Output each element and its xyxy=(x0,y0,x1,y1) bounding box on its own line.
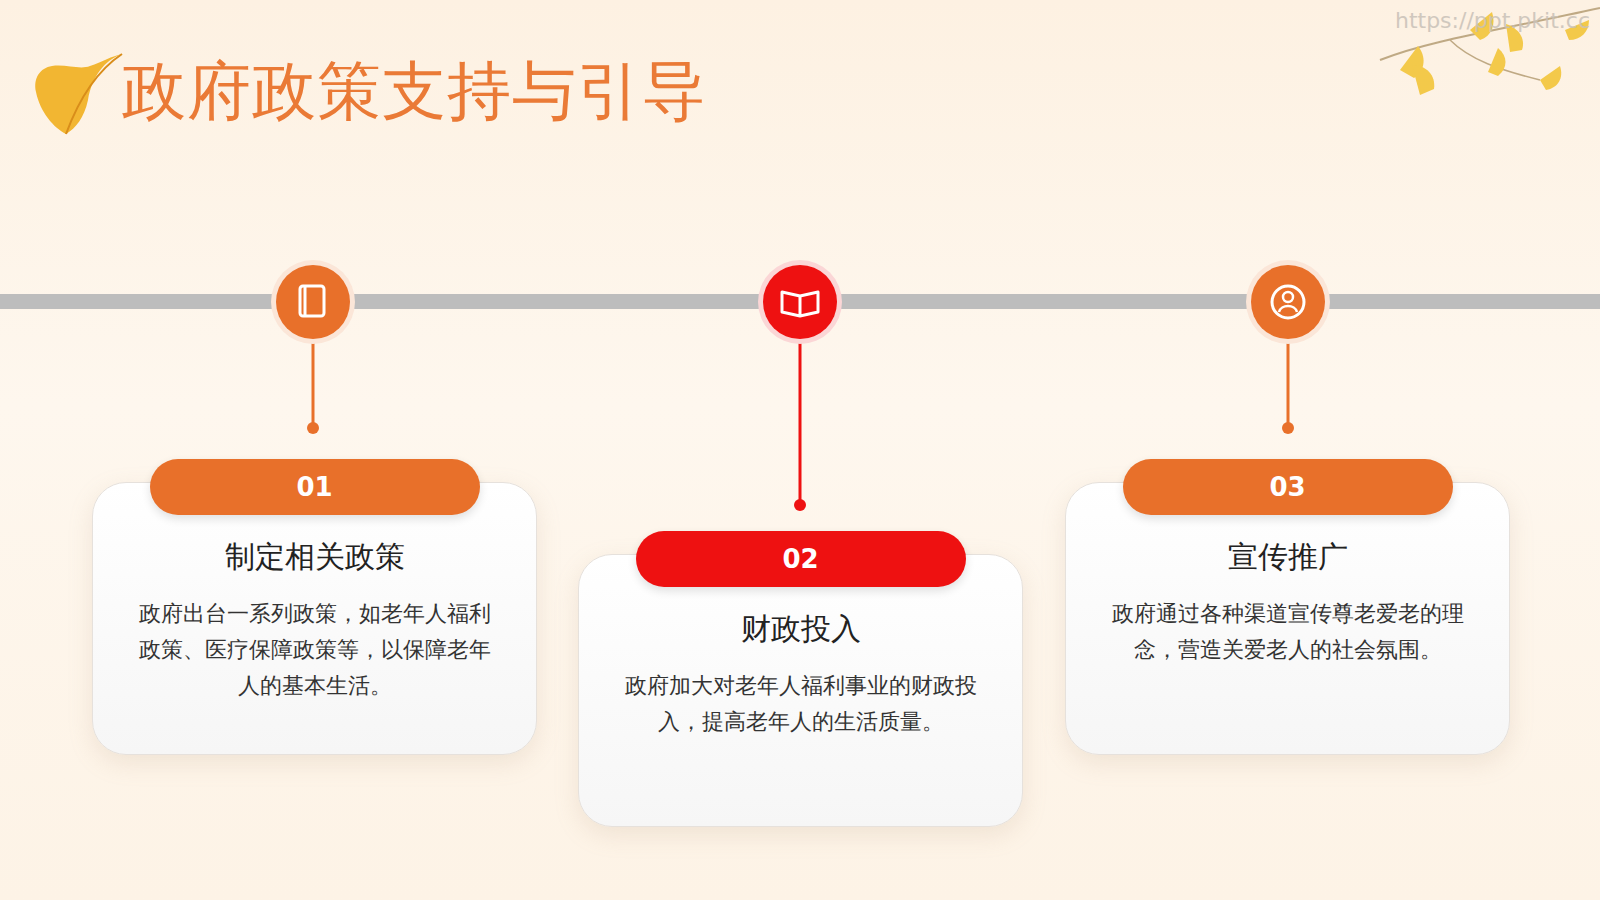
slide-title: 政府政策支持与引导 xyxy=(122,48,707,135)
info-card: 制定相关政策政府出台一系列政策，如老年人福利政策、医疗保障政策等，以保障老年人的… xyxy=(92,482,537,755)
card-heading: 宣传推广 xyxy=(1102,537,1473,578)
watermark: https://ppt.pkit.cc xyxy=(1395,8,1590,33)
number-pill: 03 xyxy=(1123,459,1453,515)
ginkgo-leaf xyxy=(35,54,122,134)
card-heading: 财政投入 xyxy=(615,609,986,650)
card-body: 政府加大对老年人福利事业的财政投入，提高老年人的生活质量。 xyxy=(615,668,986,740)
card-body: 政府出台一系列政策，如老年人福利政策、医疗保障政策等，以保障老年人的基本生活。 xyxy=(129,596,500,704)
card-heading: 制定相关政策 xyxy=(129,537,500,578)
info-card: 宣传推广政府通过各种渠道宣传尊老爱老的理念，营造关爱老人的社会氛围。03 xyxy=(1065,482,1510,755)
card-body: 政府通过各种渠道宣传尊老爱老的理念，营造关爱老人的社会氛围。 xyxy=(1102,596,1473,668)
icon-circle xyxy=(1246,260,1330,344)
icon-circle xyxy=(271,260,355,344)
info-card: 财政投入政府加大对老年人福利事业的财政投入，提高老年人的生活质量。02 xyxy=(578,554,1023,827)
ginkgo-branch xyxy=(1380,8,1600,95)
callout-number: 03 xyxy=(1269,472,1305,502)
callout-number: 02 xyxy=(782,544,818,574)
callout-number: 01 xyxy=(296,472,332,502)
number-pill: 02 xyxy=(636,531,966,587)
number-pill: 01 xyxy=(150,459,480,515)
icon-circle xyxy=(758,260,842,344)
